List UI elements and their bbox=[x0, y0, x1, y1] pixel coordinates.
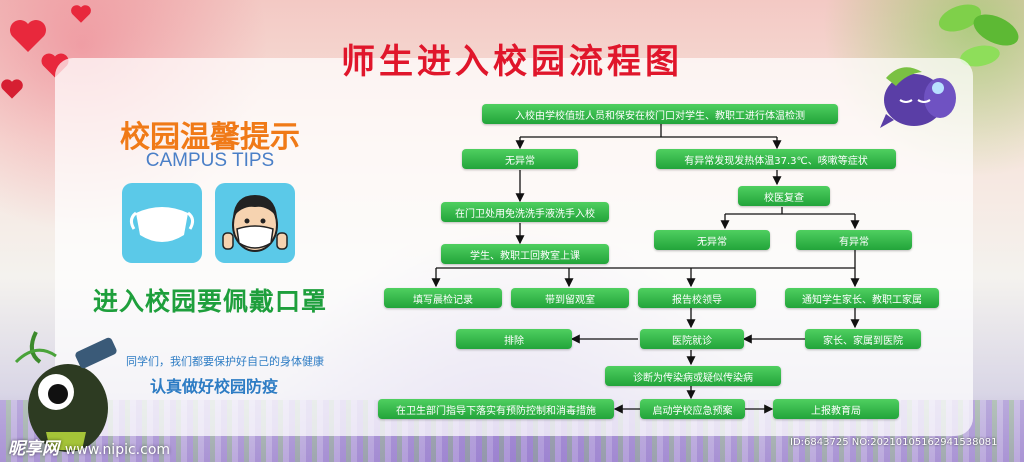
node-temperature-check: 入校由学校值班人员和保安在校门口对学生、教职工进行体温检测 bbox=[482, 104, 838, 124]
heart-icon bbox=[10, 20, 46, 52]
page-title: 师生进入校园流程图 bbox=[341, 42, 683, 82]
watermark-site-name: 昵享网 bbox=[8, 439, 59, 459]
site-watermark: 昵享网 www.nipic.com bbox=[8, 434, 170, 459]
tips-subheading: CAMPUS TIPS bbox=[145, 150, 275, 171]
node-family-to-hospital: 家长、家属到医院 bbox=[805, 329, 921, 349]
mask-icon bbox=[122, 183, 202, 263]
node-return-to-class: 学生、教职工回教室上课 bbox=[441, 244, 609, 264]
prevention-note: 认真做好校园防疫 bbox=[150, 377, 279, 396]
node-abnormal-symptoms: 有异常发现发热体温37.3℃、咳嗽等症状 bbox=[656, 149, 896, 169]
node-report-school-leader: 报告校领导 bbox=[638, 288, 756, 308]
tips-heading: 校园温馨提示 bbox=[120, 120, 300, 155]
masked-person-icon bbox=[215, 183, 295, 263]
node-recheck-normal: 无异常 bbox=[654, 230, 770, 250]
node-health-dept-measures: 在卫生部门指导下落实有预防控制和消毒措施 bbox=[378, 399, 614, 419]
watermark-url: www.nipic.com bbox=[64, 442, 171, 458]
node-infectious-diagnosis: 诊断为传染病或疑似传染病 bbox=[605, 366, 781, 386]
mask-slogan: 进入校园要佩戴口罩 bbox=[92, 287, 327, 316]
leaf-icon bbox=[938, 4, 1019, 67]
node-fill-morning-record: 填写晨检记录 bbox=[384, 288, 502, 308]
node-hand-wash: 在门卫处用免洗洗手液洗手入校 bbox=[441, 202, 609, 222]
node-observation-room: 带到留观室 bbox=[511, 288, 629, 308]
node-hospital-visit: 医院就诊 bbox=[640, 329, 744, 349]
heart-icon bbox=[71, 5, 91, 23]
heart-icon bbox=[41, 53, 69, 78]
node-recheck-abnormal: 有异常 bbox=[796, 230, 912, 250]
image-id-text: ID:6843725 NO:20210105162941538081 bbox=[790, 437, 998, 448]
node-notify-family: 通知学生家长、教职工家属 bbox=[785, 288, 939, 308]
node-report-education-bureau: 上报教育局 bbox=[773, 399, 899, 419]
eggplant-mascot-icon bbox=[880, 67, 956, 128]
health-note: 同学们，我们都要保护好自己的身体健康 bbox=[126, 355, 324, 368]
mascot-icon bbox=[14, 331, 117, 452]
node-school-doctor-recheck: 校医复查 bbox=[738, 186, 830, 206]
node-emergency-plan: 启动学校应急预案 bbox=[640, 399, 745, 419]
node-excluded: 排除 bbox=[456, 329, 572, 349]
node-no-abnormality: 无异常 bbox=[462, 149, 578, 169]
heart-icon bbox=[1, 79, 23, 99]
